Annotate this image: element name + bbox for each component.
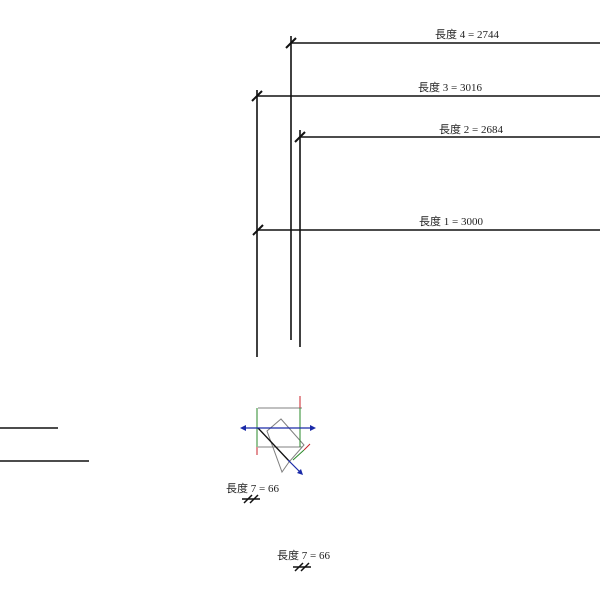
dimension-line-3[interactable] xyxy=(251,90,600,357)
family-symbol[interactable] xyxy=(240,396,316,475)
dimension-label-2[interactable]: 長度 2 = 2684 xyxy=(439,124,503,136)
flip-arrow-right-icon[interactable] xyxy=(310,425,316,431)
dimension-label-1[interactable]: 長度 1 = 3000 xyxy=(419,216,483,228)
dimension-label-4[interactable]: 長度 4 = 2744 xyxy=(435,29,499,41)
symbol-dimension-label[interactable]: 長度 7 = 66 xyxy=(277,550,330,562)
symbol-dimension-label[interactable]: 長度 7 = 66 xyxy=(226,483,279,495)
flip-arrow-left-icon[interactable] xyxy=(240,425,246,431)
dimension-tick-icon xyxy=(242,494,311,572)
dimension-line-4[interactable] xyxy=(285,36,600,340)
dimension-label-3[interactable]: 長度 3 = 3016 xyxy=(418,82,482,94)
dimension-line-1[interactable] xyxy=(252,224,600,236)
flip-arrow-diag-icon[interactable] xyxy=(297,469,303,475)
dimension-line-2[interactable] xyxy=(294,130,600,347)
